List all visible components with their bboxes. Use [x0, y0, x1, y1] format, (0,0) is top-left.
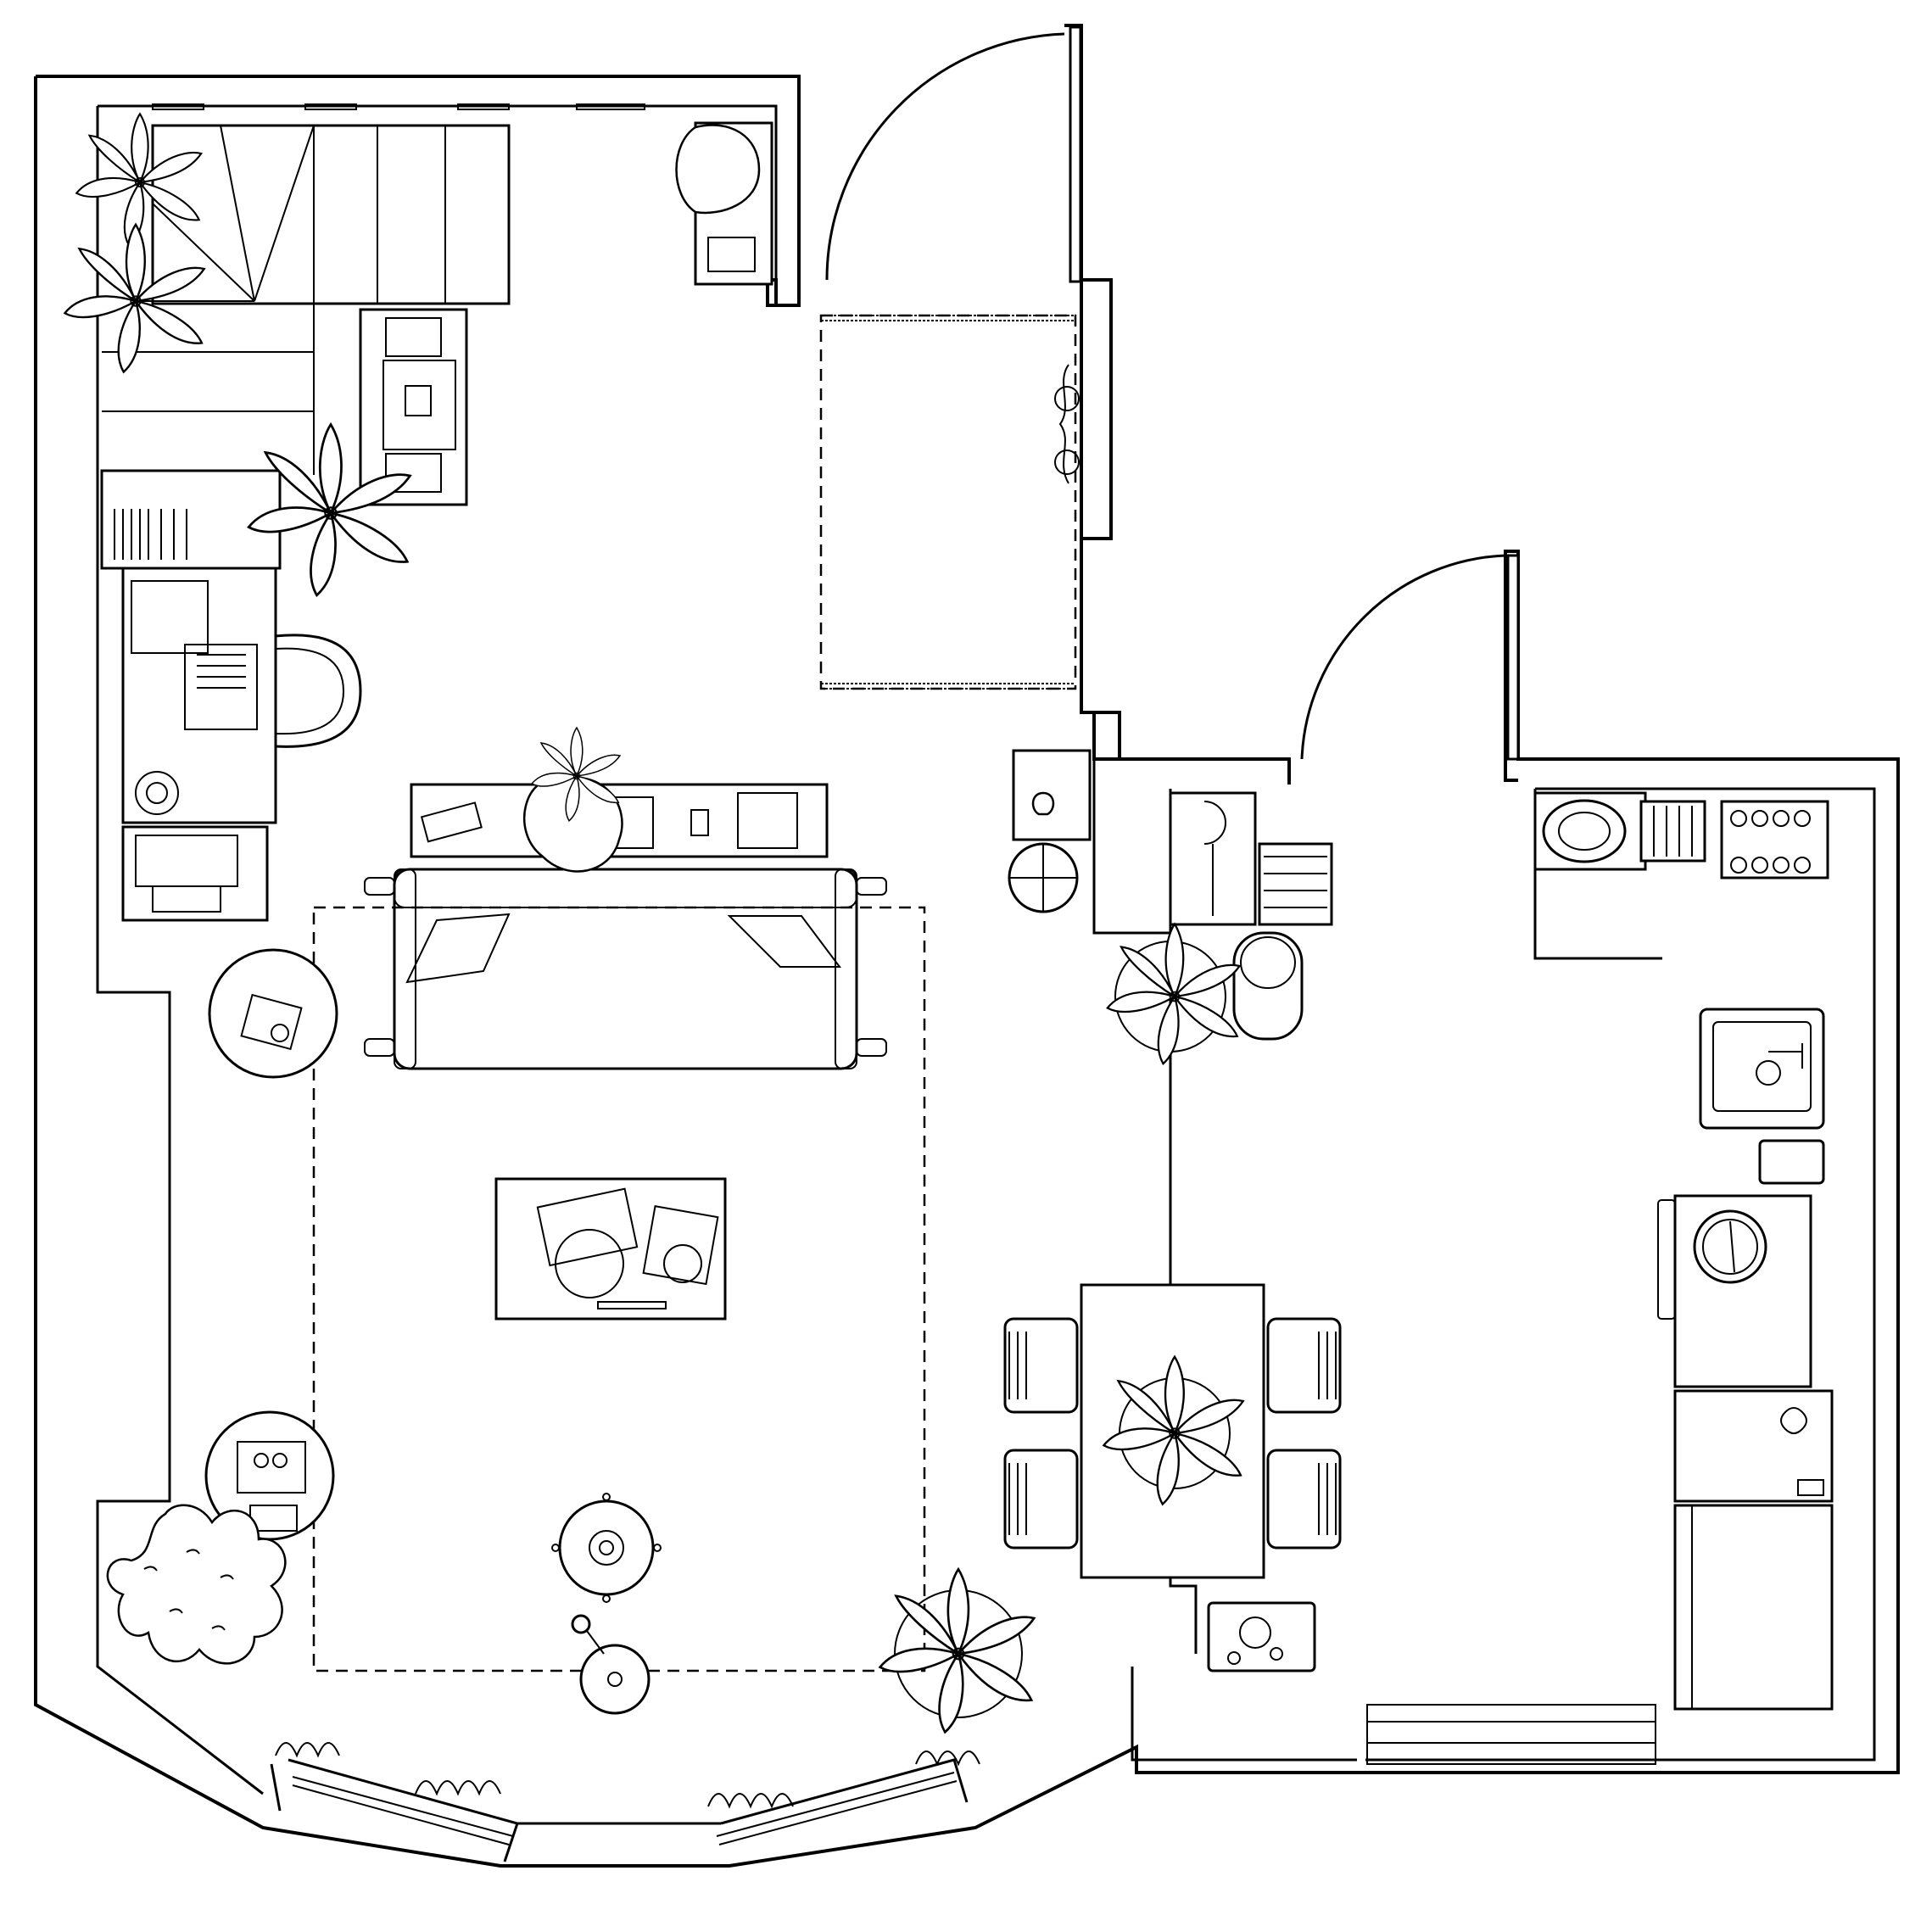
- printer-cabinet: [121, 825, 269, 922]
- laptop-icon: [184, 644, 258, 730]
- laundry-basket: [1232, 931, 1304, 1041]
- doormat: [819, 314, 1077, 690]
- sink[interactable]: [1699, 1008, 1825, 1185]
- plant-bay-right: [879, 1567, 1036, 1734]
- plant-staircase: [64, 113, 205, 373]
- floor-lamp[interactable]: [551, 1493, 662, 1603]
- lamp-icon: [571, 1614, 651, 1715]
- desk-chair[interactable]: [274, 634, 362, 748]
- plant-kitchen: [1106, 923, 1241, 1065]
- hall-table: [359, 308, 468, 506]
- bookshelf: [100, 469, 282, 570]
- oven-column: [1673, 1389, 1834, 1503]
- entry-stool[interactable]: [1008, 749, 1092, 913]
- plant-shelf: [522, 727, 623, 873]
- kitchen-cabinet: [1169, 791, 1333, 926]
- trolley: [1207, 1601, 1316, 1672]
- plant-bay-left: [106, 1504, 287, 1665]
- front-door[interactable]: [825, 25, 1082, 283]
- side-table-left: [208, 948, 338, 1079]
- hob[interactable]: [1657, 1194, 1812, 1388]
- plant-dining: [1103, 1355, 1244, 1505]
- inner-walls: [96, 104, 1876, 1795]
- bicycle-wall: [1054, 364, 1080, 484]
- sink-icon: [1756, 1060, 1781, 1086]
- outer-walls: [34, 24, 1900, 1868]
- side-door[interactable]: [1300, 554, 1520, 761]
- desk: [121, 567, 277, 824]
- sofa[interactable]: [364, 868, 887, 1070]
- hob-icon: [1693, 1209, 1767, 1284]
- fridge: [1673, 1504, 1834, 1711]
- coffee-table[interactable]: [494, 1177, 727, 1321]
- entry-console: [675, 121, 773, 286]
- bay-window: [270, 1742, 980, 1862]
- dining-chairs[interactable]: [1003, 1317, 1342, 1550]
- counter-top: [1533, 791, 1829, 879]
